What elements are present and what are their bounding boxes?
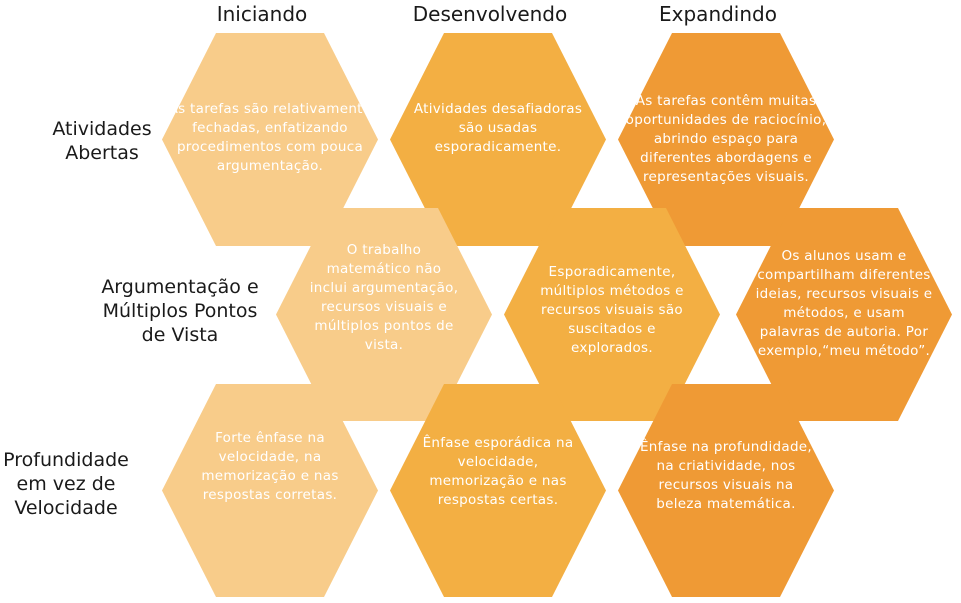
hex-r3-iniciando [162,384,378,597]
row-header-profundidade: Profundidade em vez de Velocidade [3,449,129,519]
cell-text-r2-expandindo: Os alunos usam e compartilham diferentes… [755,248,933,359]
column-header-iniciando: Iniciando [216,2,308,26]
column-header-desenvolvendo: Desenvolvendo [412,2,568,26]
column-header-expandindo: Expandindo [659,2,777,26]
cell-text-r3-expandindo: Ênfase na profundidade, na criatividade,… [639,439,813,512]
cell-text-r1-iniciando: As tarefas são relativamente fechadas, e… [168,101,372,174]
row-header-argumentacao: Argumentação e Múltiplos Pontos de Vista [101,276,259,346]
cell-text-r2-desenvolvendo: Esporadicamente, múltiplos métodos e rec… [540,264,684,356]
cell-text-r3-iniciando: Forte ênfase na velocidade, na memorizaç… [201,430,339,503]
hex-r3-desenvolvendo [390,384,606,597]
hex-r3-expandindo [618,384,834,597]
cell-text-r3-desenvolvendo: Ênfase esporádica na velocidade, memoriz… [422,435,574,508]
row-header-atividades-abertas: Atividades Abertas [52,118,152,164]
cell-text-r1-desenvolvendo: Atividades desafiadoras são usadas espor… [413,101,583,155]
cell-text-r2-iniciando: O trabalho matemático não inclui argumen… [309,242,459,353]
cell-text-r1-expandindo: As tarefas contêm muitas oportunidades d… [625,93,827,185]
